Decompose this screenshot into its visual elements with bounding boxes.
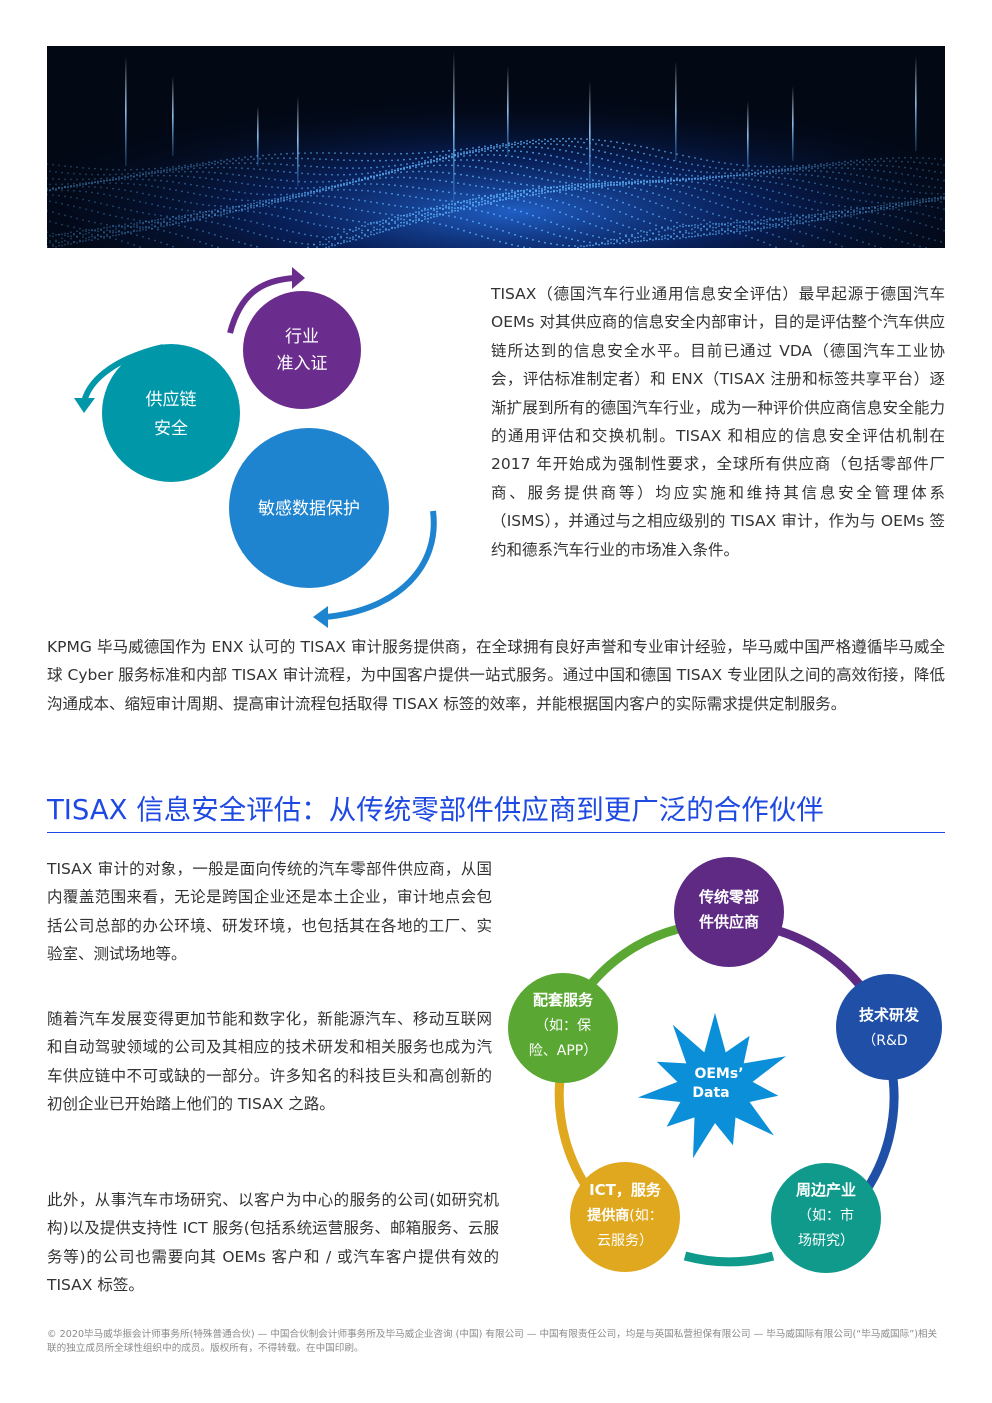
star-label-line2: Data	[692, 1085, 729, 1101]
circle-supply-line2: 安全	[154, 419, 188, 439]
node-support-line3: 险、APP）	[529, 1043, 597, 1059]
kpmg-paragraph: KPMG 毕马威德国作为 ENX 认可的 TISAX 审计服务提供商，在全球拥有…	[47, 638, 945, 713]
node-support	[508, 973, 618, 1083]
node-peripheral	[771, 1163, 881, 1273]
node-periph-line1: 周边产业	[796, 1181, 856, 1199]
node-ict-line2-normal: (如：	[629, 1208, 662, 1224]
circle-industry-line2: 准入证	[277, 354, 328, 374]
purple-arrowhead	[292, 267, 305, 289]
node-ict-line1: ICT，服务	[589, 1181, 662, 1199]
intro-paragraph: TISAX（德国汽车行业通用信息安全评估）最早起源于德国汽车 OEMs 对其供应…	[491, 285, 945, 559]
blue-arrow	[324, 510, 437, 620]
circle-industry	[243, 291, 361, 409]
section-title: TISAX 信息安全评估：从传统零部件供应商到更广泛的合作伙伴	[47, 790, 945, 833]
node-support-line2: （如：保	[535, 1018, 591, 1034]
node-parts-line1: 传统零部	[698, 888, 759, 906]
left-paragraph-1: TISAX 审计的对象，一般是面向传统的汽车零部件供应商，从国内覆盖范围来看，无…	[47, 860, 492, 964]
node-ict-line3: 云服务）	[597, 1233, 653, 1249]
arc-periph-ict	[683, 1251, 775, 1267]
node-periph-line2: （如：市	[798, 1207, 854, 1224]
purple-arrow	[227, 275, 296, 334]
blue-arrowhead	[313, 606, 328, 628]
left-paragraph-3: 此外，从事汽车市场研究、以客户为中心的服务的公司(如研究机构)以及提供支持性 I…	[47, 1191, 499, 1295]
node-periph-line3: 场研究）	[798, 1233, 854, 1249]
banner-image	[47, 46, 945, 248]
circle-industry-line1: 行业	[285, 327, 319, 347]
cycle-diagram: 行业 准入证 供应链 安全 敏感数据保护	[60, 265, 460, 635]
node-ict-line2: 提供商(如：	[587, 1207, 662, 1224]
node-rnd-line1: 技术研发	[859, 1006, 920, 1024]
oems-data-star	[637, 1012, 786, 1159]
node-support-line1: 配套服务	[533, 991, 594, 1009]
node-ict	[570, 1162, 680, 1272]
circle-supply-line1: 供应链	[146, 390, 197, 410]
node-parts-line2: 件供应商	[699, 913, 759, 931]
teal-arrowhead	[74, 398, 95, 413]
footer-copyright: © 2020毕马威华振会计师事务所(特殊普通合伙) — 中国合伙制会计师事务所及…	[47, 1329, 938, 1354]
circle-supply	[102, 344, 240, 482]
node-ict-line2-bold: 提供商	[587, 1207, 629, 1224]
circle-data	[229, 428, 389, 588]
node-parts-supplier	[674, 857, 784, 967]
arc-parts-rnd	[777, 926, 870, 996]
arc-support-parts	[588, 924, 680, 986]
node-rnd	[836, 974, 942, 1080]
ecosystem-diagram: OEMs’ Data 传统零部 件供应商 技术研发 （R&D 周边产业 （如：市…	[505, 855, 955, 1275]
node-rnd-line2: （R&D	[862, 1033, 907, 1049]
left-paragraph-2: 随着汽车发展变得更加节能和数字化，新能源汽车、移动互联网和自动驾驶领域的公司及其…	[47, 1010, 492, 1114]
circle-data-label: 敏感数据保护	[258, 499, 360, 519]
star-label-line1: OEMs’	[694, 1066, 743, 1082]
